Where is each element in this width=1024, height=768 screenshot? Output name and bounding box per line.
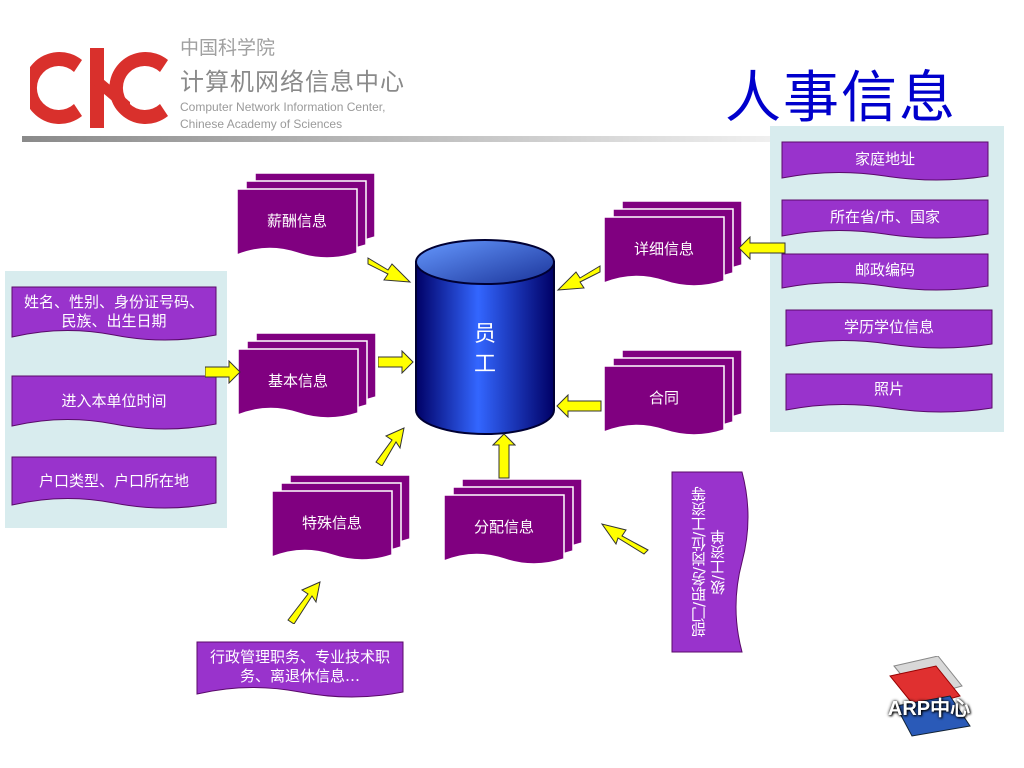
org-en-line-1: Computer Network Information Center,: [180, 100, 386, 114]
employee-database-cylinder: 员 工: [414, 238, 556, 438]
bottom-note-box: 行政管理职务、专业技术职务、离退休信息…: [196, 641, 404, 702]
arrow-left-panel-to-basic: [205, 360, 241, 384]
page-title: 人事信息: [725, 66, 957, 131]
arrow-detail-to-employee: [556, 265, 601, 291]
header-divider: [22, 136, 774, 142]
right-item-postcode: 邮政编码: [781, 253, 989, 294]
doc-basic-info: 基本信息: [237, 332, 378, 425]
arrow-bottom-note-to-special: [287, 581, 321, 624]
arp-badge-text: ARP中心: [887, 698, 971, 720]
doc-detail-info: 详细信息: [603, 200, 744, 293]
arp-center-badge: ARP中心: [866, 655, 992, 740]
arrow-special-to-employee: [375, 427, 405, 466]
arrow-salary-to-employee: [367, 257, 412, 283]
right-item-photo: 照片: [785, 373, 993, 416]
cnic-logo: [23, 38, 172, 136]
right-item-education: 学历学位信息: [785, 309, 993, 352]
arrow-assignment-to-employee: [492, 433, 516, 479]
org-en-line-2: Chinese Academy of Sciences: [180, 117, 343, 131]
doc-assignment-info: 分配信息: [443, 478, 584, 571]
employee-label-line2: 工: [473, 352, 496, 377]
right-item-home-address: 家庭地址: [781, 141, 989, 184]
arrow-right-panel-to-detail: [738, 236, 786, 260]
left-item-hukou: 户口类型、户口所在地: [11, 456, 217, 513]
arrow-contract-to-employee: [556, 394, 602, 418]
employee-label-line1: 员: [473, 322, 496, 347]
doc-contract: 合同: [603, 349, 744, 442]
right-item-province-country: 所在省/市、国家: [781, 199, 989, 242]
left-item-entry-time: 进入本单位时间: [11, 375, 217, 434]
vertical-note-box: 部门/职务/岗位/工资等级/工资单: [671, 471, 754, 653]
org-cn-name: 中国科学院: [180, 37, 276, 59]
left-item-personal: 姓名、性别、身份证号码、民族、出生日期: [11, 286, 217, 345]
doc-salary-info: 薪酬信息: [236, 172, 377, 265]
doc-special-info: 特殊信息: [271, 474, 412, 567]
arrow-vertical-note-to-assignment: [600, 523, 649, 555]
arrow-basic-to-employee: [378, 350, 414, 374]
center-cn-name: 计算机网络信息中心: [180, 68, 405, 96]
